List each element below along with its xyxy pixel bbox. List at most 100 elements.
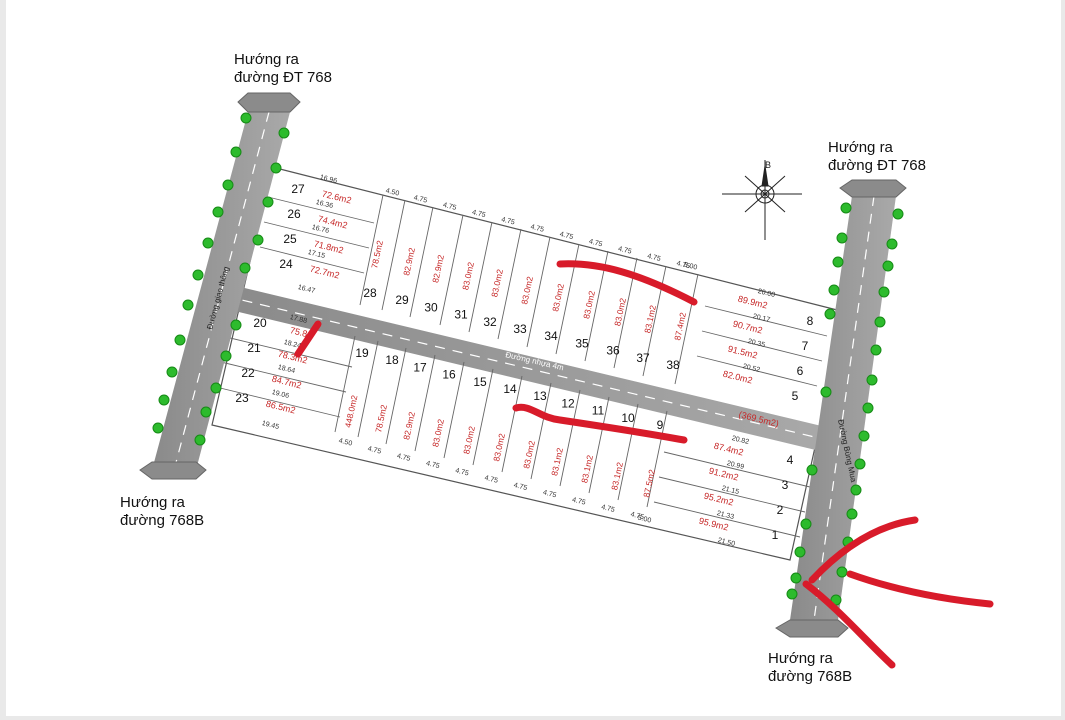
lot-number: 34	[544, 329, 558, 343]
lot-width: 17.15	[307, 249, 326, 260]
lot-number: 35	[575, 336, 589, 350]
frontage-label: 4.75	[442, 202, 457, 212]
lot-number: 22	[241, 366, 255, 380]
direction-bottom-left: Hướng ra đường 768B	[120, 494, 204, 530]
arrow-bottom-right-icon	[775, 619, 849, 638]
lot-number: 21	[247, 341, 261, 355]
direction-top-left: Hướng ra đường ĐT 768	[234, 51, 332, 87]
lot-width: 16.76	[311, 224, 330, 235]
lot-width: 16.36	[315, 199, 334, 210]
lot-width: 16.96	[319, 174, 338, 185]
lot-number: 27	[291, 182, 305, 196]
frontage-label: 4.75	[471, 209, 486, 219]
width-label: 16.47	[297, 284, 316, 295]
right-road	[790, 196, 896, 620]
arrow-top-right-icon	[839, 179, 907, 198]
lot-width: 20.35	[747, 338, 766, 349]
frontage-label: 4.75	[617, 246, 632, 256]
lot-number: 8	[807, 314, 814, 328]
lot-width: 20.99	[726, 460, 745, 471]
lot-number: 12	[561, 396, 575, 410]
direction-top-right-line2: đường ĐT 768	[828, 157, 926, 174]
lot-number: 38	[666, 358, 680, 372]
lot-number: 6	[797, 364, 804, 378]
direction-top-right: Hướng ra đường ĐT 768	[828, 139, 926, 175]
lot-width: 18.24	[283, 339, 302, 350]
lot-width: 21.15	[721, 485, 740, 496]
left-road-centerline	[173, 111, 270, 471]
lot-number: 36	[606, 344, 620, 358]
lot-width: 20.52	[742, 363, 761, 374]
lot-number: 32	[483, 315, 497, 329]
right-lower-lot-lines	[653, 451, 811, 538]
lot-number: 20	[253, 316, 267, 330]
lot-number: 24	[279, 257, 293, 271]
lot-number: 33	[513, 322, 527, 336]
lot-number: 10	[621, 411, 635, 425]
lot-width: 20.17	[752, 313, 771, 324]
frontage-labels: 4.50 4.75 4.75 4.75 4.75 4.75 4.75 4.75 4.75 4.75…	[338, 188, 698, 525]
width-label: 21.50	[717, 537, 736, 548]
lot-number: 5	[792, 389, 799, 403]
compass-icon	[722, 160, 802, 240]
lot-width: 17.88	[289, 314, 308, 325]
direction-top-left-line2: đường ĐT 768	[234, 69, 332, 86]
lot-area: 75.8	[289, 325, 308, 339]
lot-number: 13	[533, 389, 547, 403]
lot-number: 11	[592, 404, 605, 418]
direction-bottom-right: Hướng ra đường 768B	[768, 650, 852, 686]
red-annotations	[294, 260, 994, 669]
frontage-label: 4.75	[647, 253, 662, 263]
central-road-centerline	[224, 295, 828, 441]
lot-number: 23	[235, 391, 249, 405]
lot-number: 30	[424, 300, 438, 314]
lot-number: 1	[772, 528, 779, 542]
lot-number: 9	[657, 418, 664, 432]
lot-number: 14	[503, 382, 517, 396]
lot-number: 7	[802, 339, 809, 353]
lot-width: 20.00	[757, 288, 776, 299]
right-upper-lot-lines	[696, 305, 828, 387]
frontage-label: 4.50	[338, 438, 353, 448]
lot-number: 31	[454, 308, 468, 322]
frontage-label: 4.75	[484, 475, 499, 485]
arrow-bottom-left-icon	[139, 461, 207, 480]
frontage-label: 4.75	[630, 511, 645, 521]
lot-number: 4	[787, 453, 794, 467]
direction-bottom-right-line1: Hướng ra	[768, 650, 833, 667]
direction-bottom-left-line2: đường 768B	[120, 512, 205, 529]
frontage-label: 4.75	[513, 482, 528, 492]
frontage-label: 4.75	[413, 195, 428, 205]
direction-bottom-right-line2: đường 768B	[768, 668, 853, 685]
lot-number: 25	[283, 232, 297, 246]
direction-top-left-line1: Hướng ra	[234, 51, 299, 68]
lot-number: 19	[355, 346, 369, 360]
frontage-label: 4.75	[396, 453, 411, 463]
arrow-top-left-icon	[237, 92, 301, 113]
direction-top-right-line1: Hướng ra	[828, 139, 893, 156]
frontage-label: 4.75	[530, 224, 545, 234]
direction-bottom-left-line1: Hướng ra	[120, 494, 185, 511]
frontage-label: 5.00	[637, 515, 652, 525]
width-label: 19.45	[261, 420, 280, 431]
lot-width: 18.64	[277, 364, 296, 375]
frontage-label: 4.75	[367, 446, 382, 456]
compass-north-letter: B	[765, 160, 771, 170]
lot-number: 37	[636, 351, 650, 365]
lot-number: 26	[287, 207, 301, 221]
lot-number: 18	[385, 353, 399, 367]
frontage-label: 4.75	[501, 216, 516, 226]
frontage-label: 4.75	[676, 260, 691, 270]
frontage-label: 4.75	[455, 467, 470, 477]
frontage-label: 4.75	[542, 489, 557, 499]
frontage-label: 4.75	[601, 504, 616, 514]
frontage-label: 4.75	[571, 497, 586, 507]
frontage-label: 4.75	[588, 238, 603, 248]
lot-width: 19.06	[271, 389, 290, 400]
lot-number: 29	[395, 293, 409, 307]
frontage-label: 4.75	[425, 460, 440, 470]
lot-number: 17	[413, 360, 427, 374]
lot-width: 20.82	[731, 435, 750, 446]
lot-number: 28	[363, 286, 377, 300]
